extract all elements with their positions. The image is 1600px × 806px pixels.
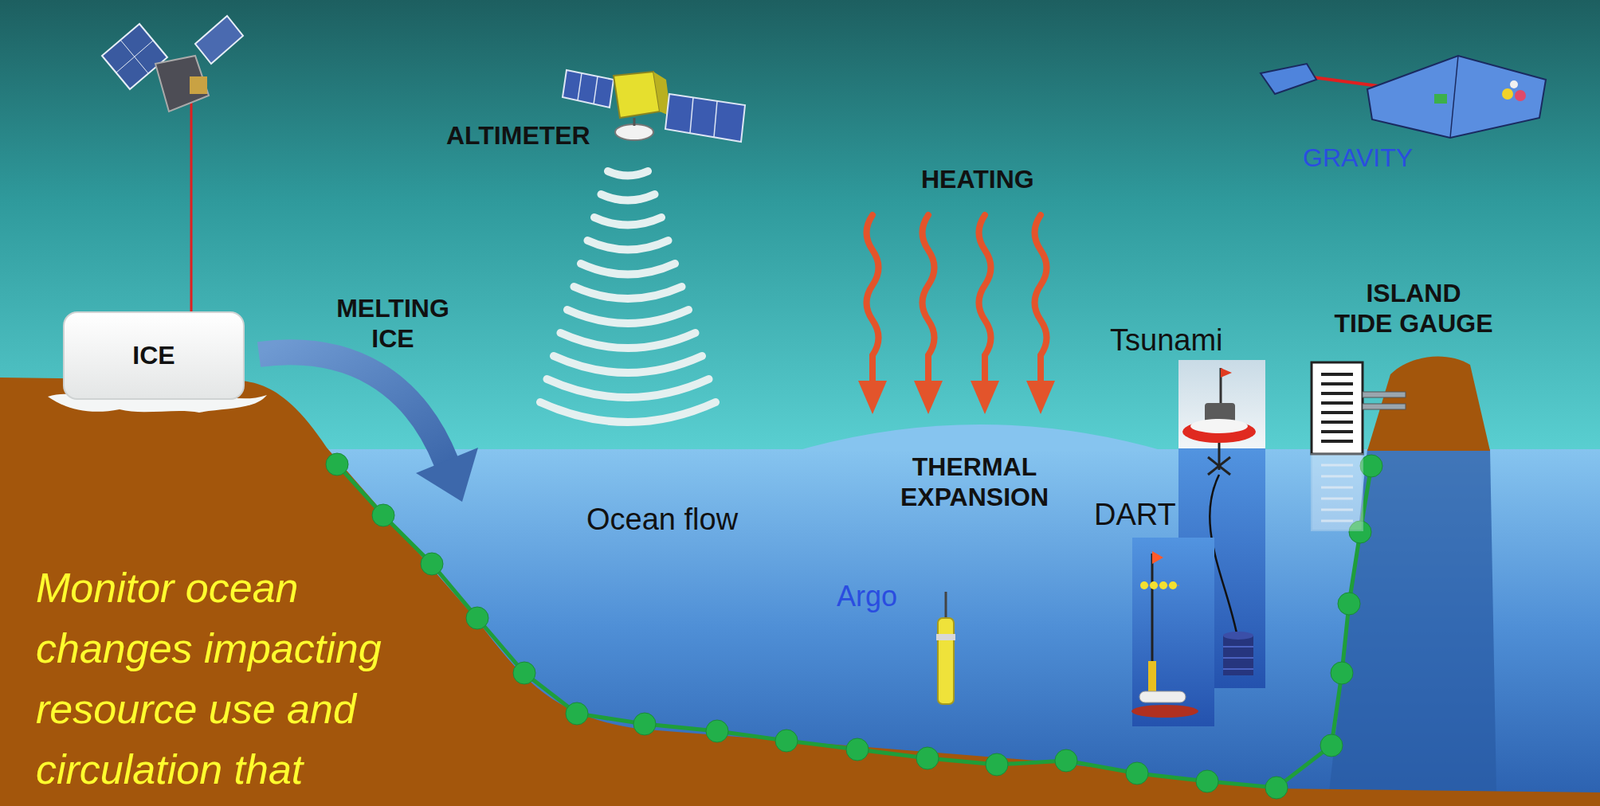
instrument-label: ISLAND TIDE GAUGE — [1309, 278, 1518, 340]
instrument-label: DART — [1094, 497, 1177, 534]
instrument-label: ALTIMETER — [446, 120, 591, 151]
process-label: MELTING ICE — [321, 293, 465, 355]
instrument-label: Tsunami — [1109, 322, 1224, 360]
instrument-label: GRAVITY — [1302, 142, 1413, 173]
node-text: ICE — [132, 341, 175, 371]
ice-block: ICE — [62, 311, 245, 400]
process-label: THERMAL EXPANSION — [886, 451, 1063, 514]
process-label: HEATING — [921, 164, 1035, 195]
instrument-label: Argo — [836, 579, 898, 614]
note-text: Monitor ocean changes impacting resource… — [35, 557, 435, 800]
process-label: Ocean flow — [586, 501, 738, 539]
